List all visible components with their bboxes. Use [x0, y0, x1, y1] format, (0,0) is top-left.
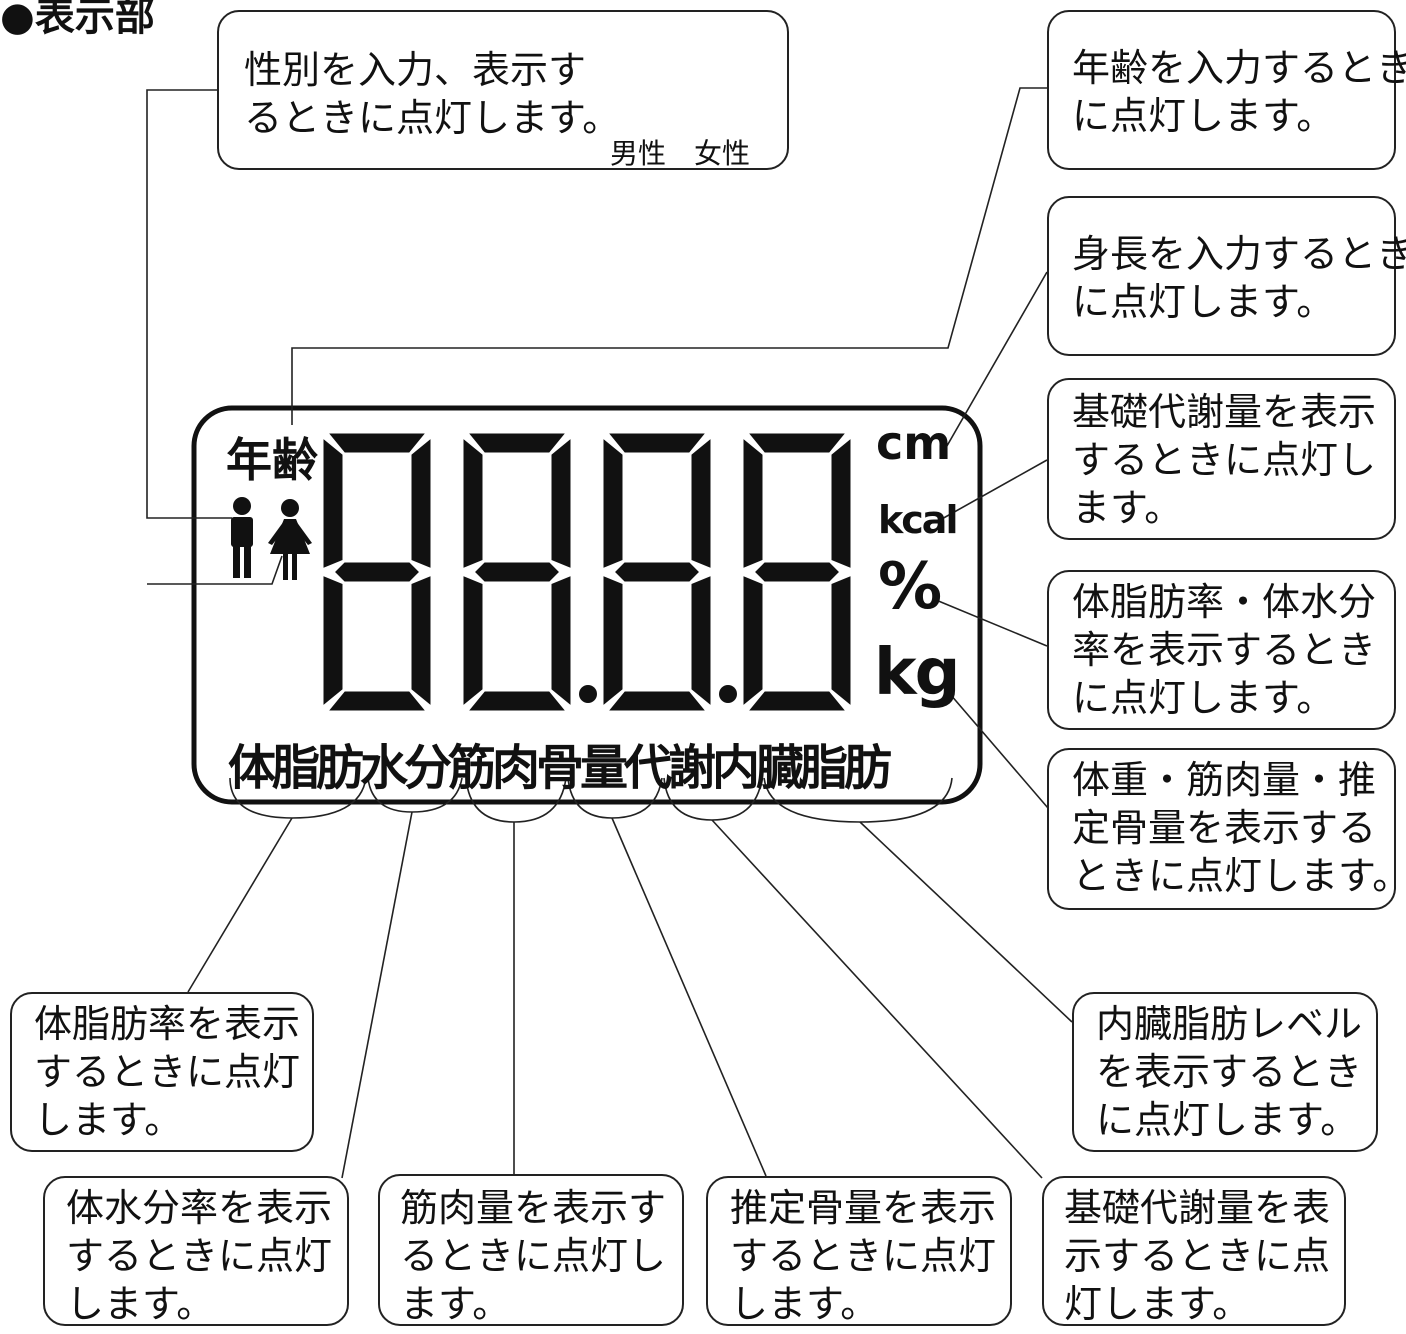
female-caption: 女性	[694, 137, 751, 170]
lcd-segment	[548, 571, 574, 712]
unit-kcal: kcal	[878, 498, 958, 542]
callout-kcal	[1047, 378, 1396, 540]
callout-text: るときに点灯します。	[244, 96, 621, 140]
callout-text: 推定骨量を表示	[730, 1186, 997, 1230]
lcd-segment	[688, 571, 714, 712]
callout-text: するときに点灯	[66, 1234, 333, 1278]
lcd-segment	[600, 571, 626, 712]
callout-bmr	[1042, 1176, 1346, 1326]
lcd-frame	[191, 405, 983, 805]
callout-height	[1047, 196, 1396, 356]
callout-text: 年齢を入力するとき	[1072, 46, 1406, 90]
lcd-segment	[408, 432, 434, 573]
female-icon	[268, 499, 312, 580]
callout-text: ます。	[400, 1282, 511, 1326]
lcd-segment-window	[770, 460, 824, 555]
lcd-segment	[460, 432, 486, 573]
lcd-segment	[688, 432, 714, 573]
callout-text: するときに点灯	[730, 1234, 997, 1278]
lcd-segment	[602, 688, 712, 714]
callout-text: 内臓脂肪レベル	[1096, 1002, 1363, 1046]
callout-text: ます。	[1072, 486, 1183, 530]
lcd-segment	[828, 571, 854, 712]
lcd-segment	[750, 559, 844, 585]
lcd-segment	[600, 432, 626, 573]
connector-lines	[146, 87, 1073, 1179]
lcd-segment-window	[630, 460, 684, 555]
callout-text: ときに点灯します。	[1072, 854, 1406, 898]
callout-gender	[217, 10, 789, 170]
callout-body-fat	[10, 992, 314, 1152]
lcd-segment	[740, 571, 766, 712]
callout-age	[1047, 10, 1396, 170]
segment-digits	[320, 430, 854, 714]
lcd-segment	[828, 432, 854, 573]
lcd-segment	[320, 571, 346, 712]
lcd-segment-window	[350, 589, 404, 684]
lcd-segment	[462, 688, 572, 714]
callout-text: に点灯します。	[1072, 280, 1335, 324]
lcd-segment	[548, 432, 574, 573]
callout-text: するときに点灯し	[1072, 438, 1377, 482]
callout-muscle	[378, 1174, 684, 1326]
lcd-segment-window	[490, 589, 544, 684]
callout-percent	[1047, 570, 1396, 730]
lcd-segment-window	[630, 589, 684, 684]
callout-text: 体重・筋肉量・推	[1072, 758, 1377, 802]
callout-text: します。	[34, 1098, 183, 1142]
male-caption: 男性	[610, 137, 667, 170]
lcd-segment	[330, 559, 424, 585]
callout-text: 筋肉量を表示す	[400, 1186, 667, 1230]
callout-text: に点灯します。	[1072, 94, 1335, 138]
callout-text: するときに点灯	[34, 1050, 301, 1094]
lcd-segment	[460, 571, 486, 712]
lcd-segment	[320, 432, 346, 573]
decimal-point	[719, 685, 737, 703]
unit-percent: %	[878, 550, 943, 624]
callout-text: 基礎代謝量を表	[1064, 1186, 1331, 1230]
callout-text: 体脂肪率を表示	[34, 1002, 301, 1046]
lcd-segment	[470, 559, 564, 585]
callout-bone	[706, 1176, 1012, 1326]
callout-text: 基礎代謝量を表示	[1072, 390, 1377, 434]
lcd-segment	[322, 688, 432, 714]
callout-text: を表示するとき	[1096, 1050, 1363, 1094]
decimal-point	[579, 685, 597, 703]
lcd-segment-window	[490, 460, 544, 555]
callout-text: します。	[66, 1282, 215, 1326]
indicator-labels: 体脂肪水分筋肉骨量代謝内臓脂肪	[228, 740, 892, 796]
callout-text: るときに点灯し	[400, 1234, 667, 1278]
lcd-segment	[610, 559, 704, 585]
lcd-segment-window	[770, 589, 824, 684]
unit-cm: cm	[876, 416, 952, 470]
callout-text: 体脂肪率・体水分	[1072, 580, 1377, 624]
callout-text: 率を表示するとき	[1072, 628, 1377, 672]
lcd-segment	[742, 688, 852, 714]
male-icon	[231, 497, 253, 578]
callout-text: 体水分率を表示	[66, 1186, 333, 1230]
page-title: ●表示部	[0, 0, 155, 40]
unit-kg: kg	[874, 636, 960, 710]
lcd-segment-window	[350, 460, 404, 555]
callout-text: 身長を入力するとき	[1072, 232, 1406, 276]
callout-kg	[1047, 748, 1396, 910]
callout-text: 示するときに点	[1064, 1234, 1331, 1278]
callout-text: 定骨量を表示する	[1072, 806, 1377, 850]
callout-text: に点灯します。	[1072, 676, 1335, 720]
lcd-segment	[740, 432, 766, 573]
callout-text: します。	[730, 1282, 879, 1326]
callout-text: 灯します。	[1064, 1282, 1251, 1326]
lcd-segment	[408, 571, 434, 712]
callout-text: に点灯します。	[1096, 1098, 1359, 1142]
age-label: 年齢	[226, 433, 318, 487]
callout-visceral	[1072, 992, 1378, 1152]
callout-text: 性別を入力、表示す	[244, 48, 587, 92]
callout-water	[43, 1176, 349, 1326]
